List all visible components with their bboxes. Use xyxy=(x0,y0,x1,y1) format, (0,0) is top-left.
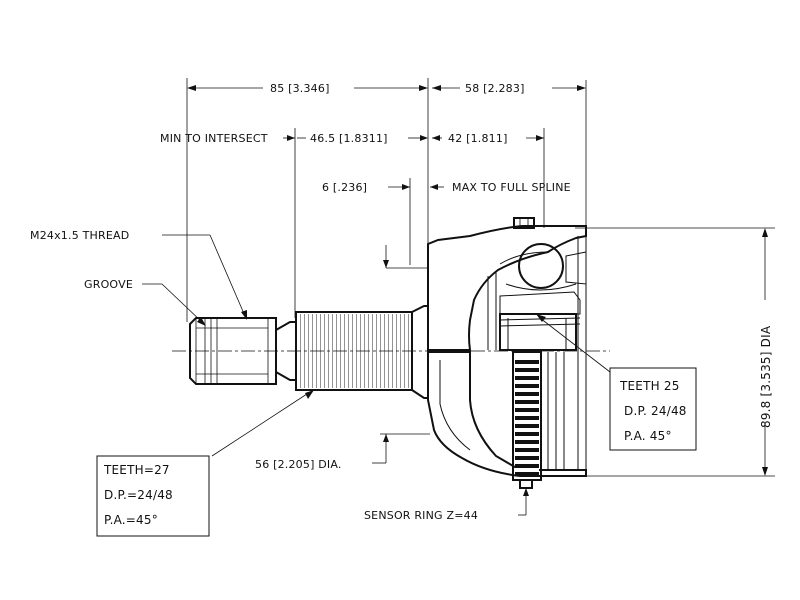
dimension-outer-diameter: 89.8 [3.535] DIA xyxy=(759,228,773,476)
outer-spline-pa: P.A.=45° xyxy=(104,513,158,527)
groove-offset-label: 6 [.236] xyxy=(322,181,367,194)
inner-spline-teeth: TEETH 25 xyxy=(619,379,680,393)
outer-diameter-label: 89.8 [3.535] DIA xyxy=(759,325,773,428)
outer-spline-teeth: TEETH=27 xyxy=(103,463,170,477)
min-to-intersect-label: MIN TO INTERSECT xyxy=(160,132,268,145)
outer-spline-dp: D.P.=24/48 xyxy=(104,488,173,502)
retaining-stud xyxy=(513,217,535,229)
dimension-overall-left-label: 85 [3.346] xyxy=(270,82,330,95)
dimension-groove-offset: 6 [.236] MAX TO FULL SPLINE xyxy=(322,181,571,269)
ball-cage xyxy=(499,243,587,327)
dimension-overall-right-label: 58 [2.283] xyxy=(465,82,525,95)
callout-thread: M24x1.5 THREAD xyxy=(30,229,247,320)
callout-sensor-ring: SENSOR RING Z=44 xyxy=(364,488,529,522)
intersect-left-label: 46.5 [1.8311] xyxy=(310,132,388,145)
shaft-diameter-label: 56 [2.205] DIA. xyxy=(255,458,342,471)
dimension-overall-right: 58 [2.283] xyxy=(432,82,586,95)
dimension-shaft-diameter: 56 [2.205] DIA. xyxy=(255,433,430,471)
sensor-ring xyxy=(512,351,565,489)
extension-lines xyxy=(186,78,775,477)
shaft xyxy=(189,305,428,399)
spec-box-inner-spline: TEETH 25 D.P. 24/48 P.A. 45° xyxy=(609,367,697,451)
groove-label: GROOVE xyxy=(84,278,133,291)
spec-box-outer-spline: TEETH=27 D.P.=24/48 P.A.=45° xyxy=(96,455,210,537)
intersect-right-label: 42 [1.811] xyxy=(448,132,508,145)
thread-label: M24x1.5 THREAD xyxy=(30,229,129,242)
dimension-overall-left: 85 [3.346] xyxy=(187,82,428,95)
max-to-full-spline-label: MAX TO FULL SPLINE xyxy=(452,181,571,194)
sensor-ring-label: SENSOR RING Z=44 xyxy=(364,509,478,522)
dimension-min-to-intersect: MIN TO INTERSECT 46.5 [1.8311] 42 [1.811… xyxy=(160,132,544,145)
inner-spline-pa: P.A. 45° xyxy=(624,429,672,443)
outer-spline-leader xyxy=(211,390,314,457)
inner-spline-leader xyxy=(536,314,611,373)
inner-spline-dp: D.P. 24/48 xyxy=(624,404,687,418)
callout-groove: GROOVE xyxy=(84,278,206,326)
